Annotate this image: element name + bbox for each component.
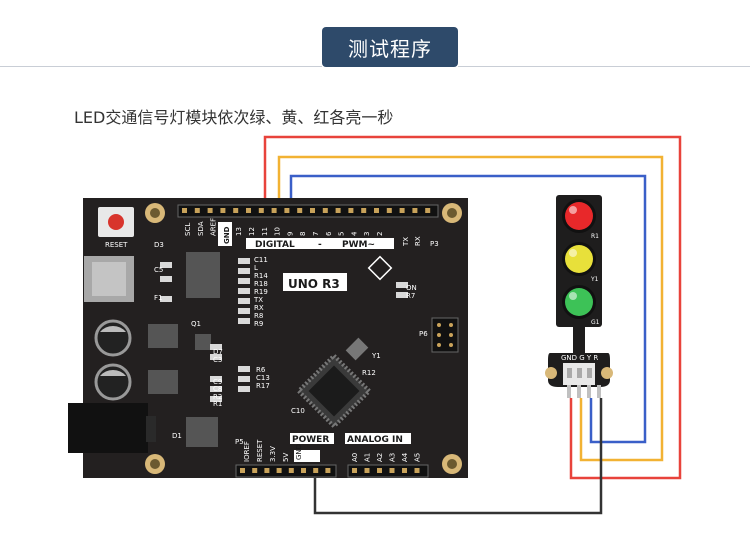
analog-pin-label: A1 [364, 453, 372, 462]
power-pin-label: IOREF [243, 441, 251, 462]
power-pin-label: GND [295, 444, 303, 460]
led-label: G1 [591, 319, 600, 326]
title-divider-left [0, 66, 322, 67]
header-pin-label: SDA [197, 221, 205, 236]
component-label: P5 [235, 438, 244, 446]
component-label: C5 [154, 266, 163, 274]
wire-black [313, 398, 603, 515]
power-label: POWER [292, 435, 329, 445]
microcontroller [295, 352, 373, 430]
led-0 [565, 202, 593, 230]
component-label: RX [254, 304, 264, 312]
component-label: R19 [254, 288, 268, 296]
digital-header [177, 204, 439, 218]
component-label: R6 [256, 366, 266, 374]
arduino-board: RESET DIGITAL - PWM~ GND SCL SDA AREF 13 12 1… [68, 198, 468, 478]
diagram-caption: LED交通信号灯模块依次绿、黄、红各亮一秒 [74, 108, 394, 127]
led-label: R1 [591, 233, 599, 240]
led-1 [565, 245, 593, 273]
component-label: R17 [256, 382, 270, 390]
header-pin-label: 3 [363, 232, 371, 236]
header-pin-label: 2 [376, 232, 384, 236]
component-label: TX [253, 296, 263, 304]
header-pin-label: 5 [338, 232, 346, 236]
component-label: D3 [154, 241, 164, 249]
component-label: Y1 [371, 352, 381, 360]
power-jack [68, 403, 148, 453]
component-label: ON [406, 284, 417, 292]
component-label: C10 [291, 407, 305, 415]
digital-dash: - [318, 240, 322, 250]
component-label: R12 [362, 369, 376, 377]
title-divider-right [458, 66, 750, 67]
header-pin-label: 13 [235, 227, 243, 236]
component-label: D1 [172, 432, 182, 440]
page-title: 测试程序 [322, 27, 458, 67]
component-label: C9 [213, 378, 222, 386]
reset-label: RESET [105, 241, 128, 249]
component-label: C11 [254, 256, 268, 264]
component-label: C13 [256, 374, 270, 382]
header-pin-label: 7 [312, 232, 320, 236]
gnd-box-label: GND [223, 226, 231, 244]
header-pin-label: 8 [299, 232, 307, 236]
analog-pin-label: A3 [389, 453, 397, 462]
wire-red [263, 135, 682, 480]
power-pin-label: Vin [308, 451, 316, 462]
header-pin-label: 10 [274, 227, 282, 236]
led-2 [565, 288, 593, 316]
header-pin-label: 12 [248, 227, 256, 236]
component-label: C3 [213, 356, 222, 364]
component-label: R1 [213, 400, 222, 408]
wires [263, 135, 682, 515]
component-label: P3 [430, 240, 439, 248]
power-pin-label: 3.3V [269, 446, 277, 462]
wire-orange [277, 155, 664, 462]
analog-pin-label: A2 [376, 453, 384, 462]
component-label: R8 [254, 312, 263, 320]
header-pin-label: 11 [261, 227, 269, 236]
header-pin-label: 6 [325, 231, 333, 236]
analog-label: ANALOG IN [347, 435, 403, 445]
pwm-label: PWM~ [342, 240, 375, 250]
power-pin-label: RESET [256, 439, 264, 462]
component-label: R2 [213, 393, 222, 401]
component-label: R7 [406, 292, 415, 300]
component-label: Q1 [191, 320, 201, 328]
component-label: L [254, 264, 258, 272]
logo-icon [367, 255, 393, 281]
power-header [235, 464, 337, 478]
digital-label: DIGITAL [255, 240, 295, 250]
header-pin-label: AREF [210, 218, 218, 236]
component-label: F1 [154, 294, 162, 302]
board-model: UNO R3 [288, 277, 340, 291]
analog-pin-label: A4 [401, 452, 409, 462]
component-label: P6 [419, 330, 428, 338]
analog-pin-label: A5 [414, 453, 422, 462]
component-label: D7 [213, 348, 223, 356]
header-pin-label: 4 [350, 231, 358, 236]
wire-blue [289, 174, 647, 444]
header-pin-label: 9 [286, 232, 294, 236]
component-label: C8 [213, 385, 222, 393]
component-label: R9 [254, 320, 263, 328]
header-pin-label: SCL [184, 223, 192, 236]
component-label: R14 [254, 272, 268, 280]
power-pin-label: 5V [282, 453, 290, 462]
header-pin-label: TX [402, 237, 410, 247]
module-pin-labels: GND G Y R [561, 354, 598, 362]
analog-pin-label: A0 [351, 453, 359, 462]
header-pin-label: RX [414, 236, 422, 246]
component-label: R18 [254, 280, 268, 288]
board-pcb [83, 198, 468, 478]
led-label: Y1 [590, 276, 599, 283]
